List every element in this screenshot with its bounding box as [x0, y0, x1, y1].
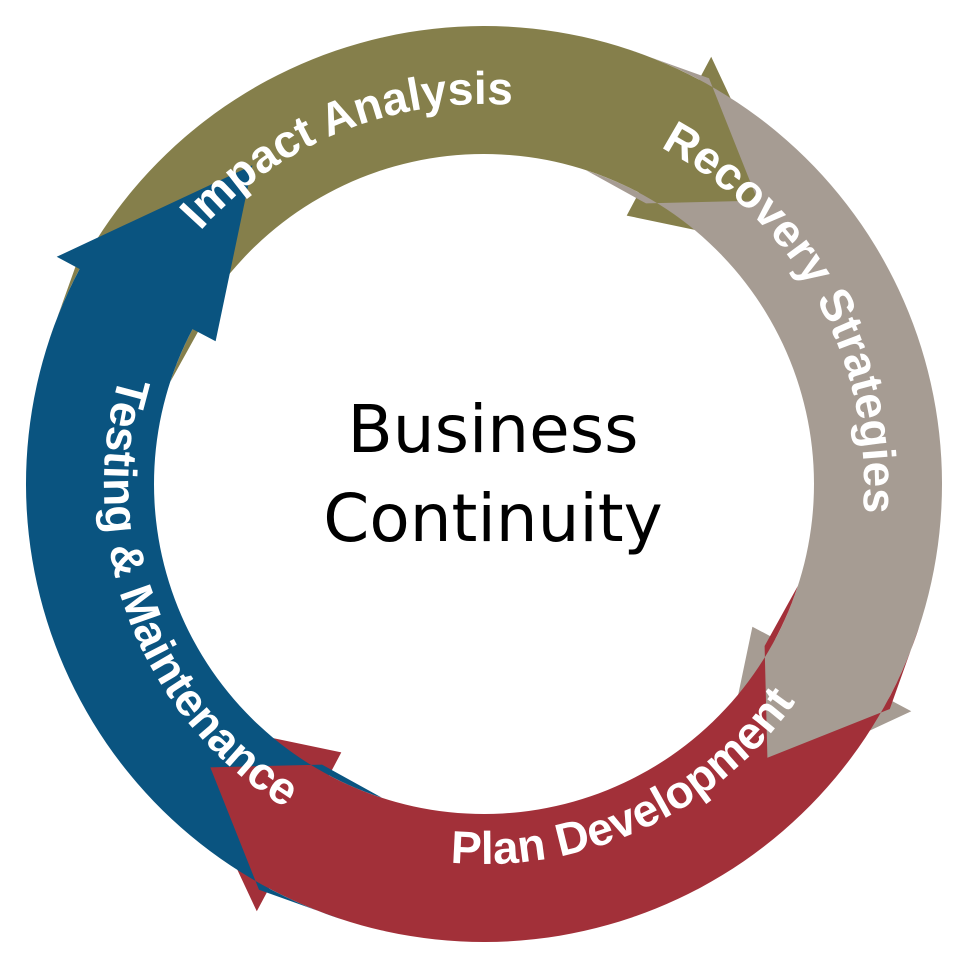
recovery-strategies-arrow[interactable]	[586, 48, 943, 803]
center-title: Business Continuity	[323, 391, 662, 557]
impact-analysis-arrow[interactable]	[48, 25, 803, 382]
testing-maintenance-arrow[interactable]	[25, 165, 382, 920]
cycle-arrows	[25, 25, 943, 943]
center-title-line-2: Continuity	[323, 480, 662, 557]
center-title-line-1: Business	[347, 391, 638, 468]
plan-development-arrow[interactable]	[165, 586, 920, 943]
